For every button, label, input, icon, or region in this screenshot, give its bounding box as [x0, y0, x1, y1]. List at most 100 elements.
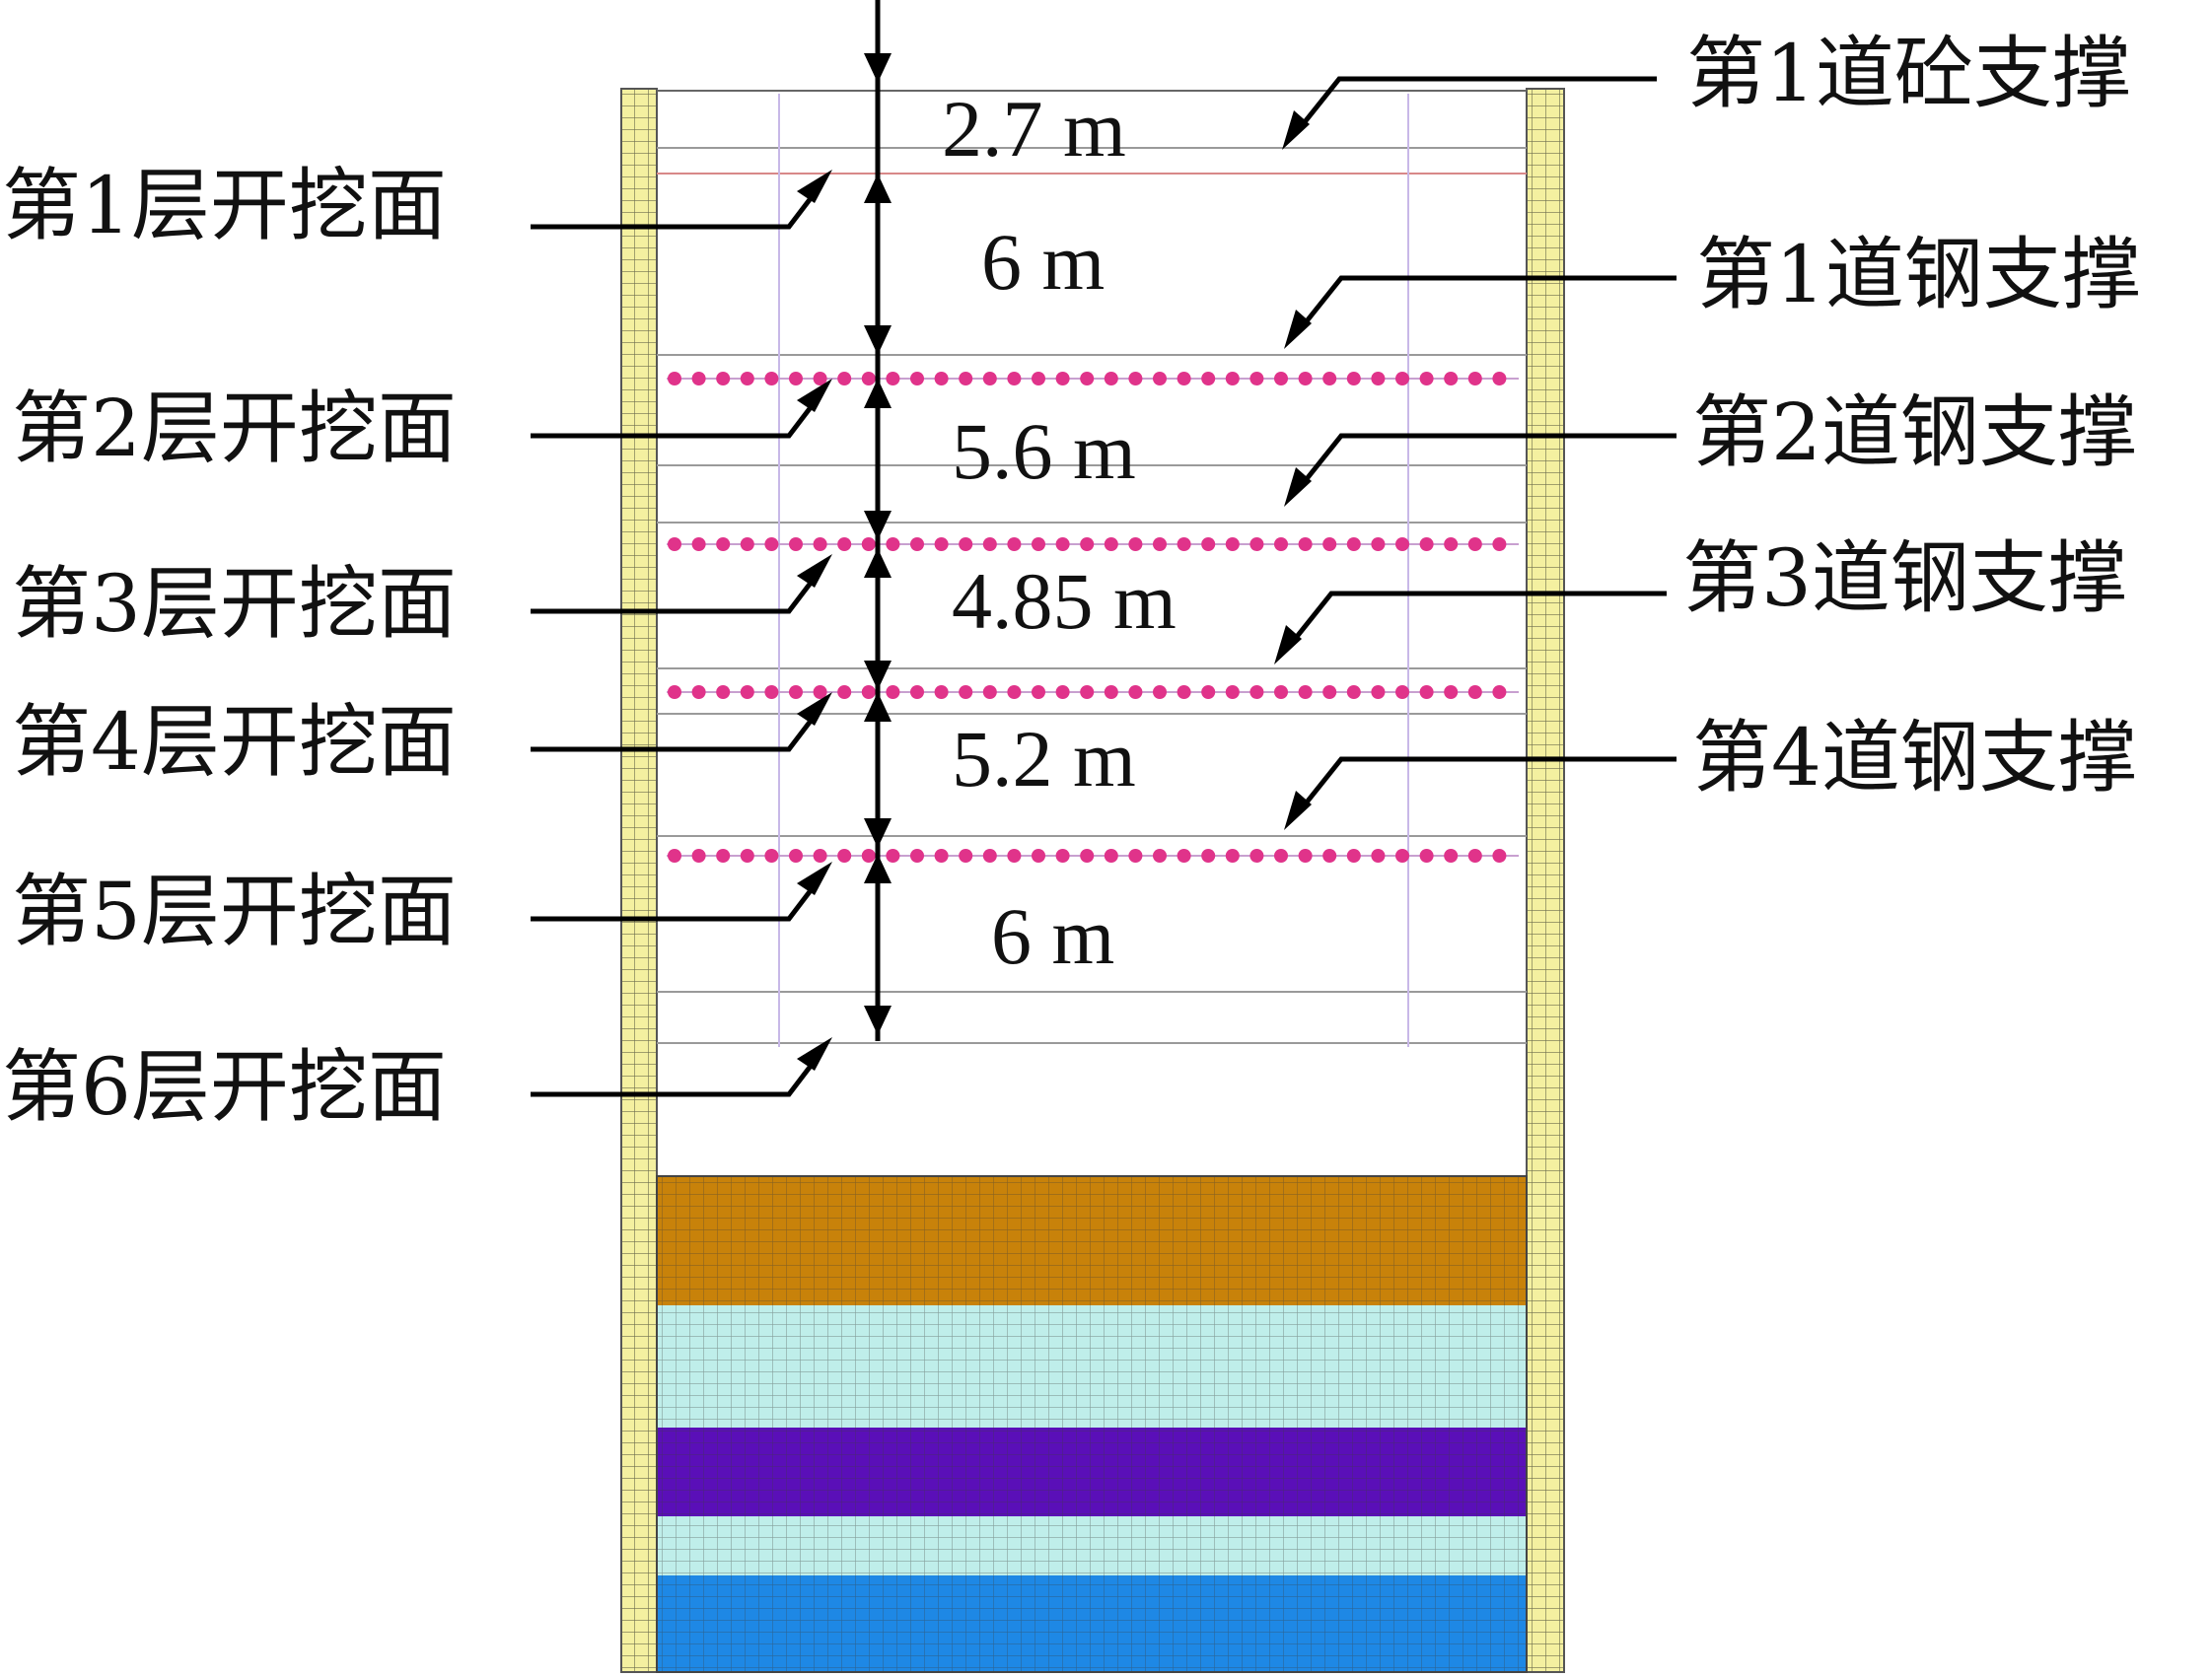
strut-node: [1104, 372, 1118, 385]
strut-node: [764, 372, 779, 385]
strut-node: [813, 685, 827, 699]
strut-node: [1322, 685, 1337, 699]
strut-node: [1225, 685, 1240, 699]
strut-node: [716, 849, 731, 863]
strut-node: [1467, 849, 1482, 863]
strut-node: [1007, 537, 1022, 551]
left-diaphragm-wall: [620, 88, 658, 1673]
strut-node: [668, 849, 681, 863]
support-label: 第2道钢支撑: [1692, 386, 2137, 478]
strut-node: [1177, 685, 1191, 699]
strut-node: [1274, 685, 1288, 699]
strut-node: [1080, 372, 1095, 385]
strut-node: [1201, 685, 1216, 699]
strut-node: [1007, 849, 1022, 863]
strut-node: [1467, 685, 1482, 699]
strut-node: [1128, 849, 1143, 863]
strut-node: [1395, 537, 1409, 551]
strut-node: [1225, 849, 1240, 863]
soil-layer-mesh: [657, 1176, 1527, 1305]
strut-node: [1298, 685, 1313, 699]
strut-node: [1371, 685, 1386, 699]
dimension-chain: [864, 0, 892, 1041]
strut-node: [1249, 685, 1264, 699]
strut-node: [1201, 537, 1216, 551]
soil-layer-mesh: [657, 1428, 1527, 1516]
strut-node: [691, 685, 706, 699]
strut-node: [861, 372, 876, 385]
strut-node: [1419, 372, 1434, 385]
strut-node: [1492, 849, 1507, 863]
strut-node: [813, 372, 827, 385]
excavation-surface-label: 第5层开挖面: [12, 866, 457, 957]
strut-node: [813, 537, 827, 551]
strut-node: [789, 685, 803, 699]
support-label: 第3道钢支撑: [1682, 532, 2127, 624]
strut-node: [789, 372, 803, 385]
support-label: 第4道钢支撑: [1692, 712, 2137, 804]
strut-node: [1153, 537, 1167, 551]
strut-node: [934, 685, 949, 699]
strut-node: [1153, 372, 1167, 385]
strut-node: [1346, 372, 1361, 385]
strut-node: [1104, 685, 1118, 699]
strut-node: [837, 849, 852, 863]
strut-node: [1128, 372, 1143, 385]
strut-node: [1177, 372, 1191, 385]
strut-node: [934, 372, 949, 385]
strut-node: [1395, 849, 1409, 863]
strut-node: [1104, 537, 1118, 551]
strut-node: [1298, 372, 1313, 385]
support-leaders: [1290, 76, 1677, 810]
strut-node: [1249, 372, 1264, 385]
strut-node: [1419, 685, 1434, 699]
strut-node: [861, 537, 876, 551]
strut-node: [716, 537, 731, 551]
strut-node: [861, 685, 876, 699]
excavated-zone-lines: [657, 90, 1527, 1047]
strut-node: [959, 372, 973, 385]
support-label: 第1道钢支撑: [1696, 229, 2141, 320]
strut-node: [886, 849, 900, 863]
strut-node: [1346, 685, 1361, 699]
strut-node: [1128, 537, 1143, 551]
strut-node: [764, 537, 779, 551]
dimension-label: 5.6 m: [952, 406, 1136, 496]
strut-node: [668, 372, 681, 385]
strut-node: [1153, 849, 1167, 863]
strut-node: [886, 537, 900, 551]
strut-node: [1274, 372, 1288, 385]
dimension-label: 6 m: [991, 891, 1114, 981]
strut-node: [1080, 685, 1095, 699]
strut-node: [691, 372, 706, 385]
strut-node: [1007, 372, 1022, 385]
strut-node: [910, 849, 924, 863]
strut-node: [740, 849, 754, 863]
strut-node: [1419, 537, 1434, 551]
strut-node: [1201, 372, 1216, 385]
strut-node: [1274, 849, 1288, 863]
strut-node: [1395, 685, 1409, 699]
strut-node: [1032, 537, 1045, 551]
strut-node: [1225, 372, 1240, 385]
steel-struts: [667, 372, 1519, 863]
strut-node: [959, 685, 973, 699]
strut-node: [1322, 372, 1337, 385]
strut-node: [1444, 537, 1459, 551]
strut-node: [1032, 849, 1045, 863]
strut-node: [1249, 849, 1264, 863]
strut-node: [1128, 685, 1143, 699]
strut-node: [1371, 849, 1386, 863]
strut-node: [1055, 372, 1070, 385]
soil-layers: [656, 1175, 1528, 1673]
strut-node: [837, 685, 852, 699]
strut-node: [1346, 849, 1361, 863]
strut-node: [1055, 537, 1070, 551]
strut-node: [764, 849, 779, 863]
strut-node: [1225, 537, 1240, 551]
strut-node: [740, 537, 754, 551]
strut-node: [764, 685, 779, 699]
strut-node: [910, 537, 924, 551]
excavation-surface-label: 第1层开挖面: [2, 160, 447, 251]
